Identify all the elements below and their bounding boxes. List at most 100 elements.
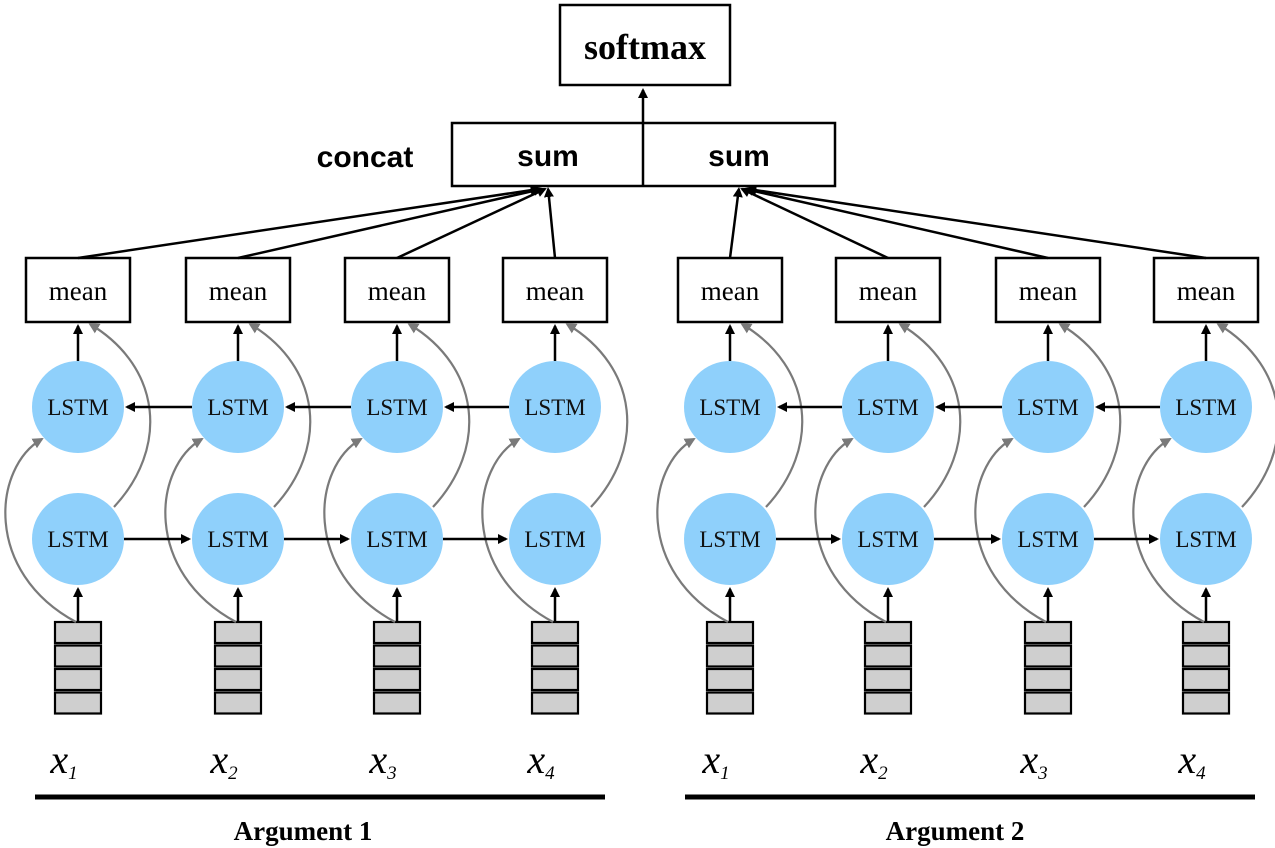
mean-to-sum-arrow [743, 185, 1049, 260]
lstm-backward-node [842, 361, 934, 453]
lstm-label: LSTM [524, 527, 585, 552]
input-token-letter: x [526, 737, 545, 782]
lstm-backward-node [32, 361, 124, 453]
lstm-backward-node [1002, 361, 1094, 453]
input-token-label: x3 [1019, 737, 1047, 784]
input-token-letter: x [49, 737, 68, 782]
lstm-label: LSTM [207, 527, 268, 552]
mean-to-sum-arrow [746, 185, 1207, 260]
lstm-forward-node [351, 493, 443, 585]
lstm-forward-node [509, 493, 601, 585]
input-token-subscript: 4 [1196, 763, 1206, 784]
embedding-cell [863, 667, 913, 692]
forward-to-mean-skip-arrow [407, 322, 471, 508]
embedding-cell [1023, 620, 1073, 645]
mean-label: mean [1019, 276, 1078, 306]
embedding-cell [1023, 644, 1073, 668]
input-to-backward-skip-arrow [323, 438, 396, 623]
input-token-letter: x [859, 737, 878, 782]
input-to-backward-skip-arrow [4, 438, 77, 623]
lstm-label: LSTM [1175, 395, 1236, 420]
mean-to-sum-arrow [237, 185, 544, 260]
lstm-label: LSTM [366, 527, 427, 552]
forward-to-mean-skip-arrow [898, 322, 962, 508]
lstm-label: LSTM [207, 395, 268, 420]
embedding-cell [530, 644, 580, 668]
embedding-cell [372, 667, 422, 692]
input-token-subscript: 1 [68, 763, 78, 784]
embedding-cell [705, 620, 755, 645]
argument-1-label: Argument 1 [234, 816, 373, 846]
mean-label: mean [368, 276, 427, 306]
lstm-label: LSTM [366, 395, 427, 420]
embedding-cell [53, 691, 103, 715]
mean-label: mean [209, 276, 268, 306]
input-token-label: x2 [859, 737, 888, 784]
lstm-backward-node [351, 361, 443, 453]
softmax-node: softmax [558, 3, 732, 87]
input-to-backward-skip-arrow [656, 438, 729, 623]
mean-label: mean [526, 276, 585, 306]
embedding-cell [1181, 667, 1231, 692]
lstm-forward-node [1160, 493, 1252, 585]
embedding-cell [213, 667, 263, 692]
embedding-cell [372, 644, 422, 668]
input-token-subscript: 1 [720, 763, 730, 784]
mean-box [184, 256, 292, 324]
lstm-label: LSTM [699, 395, 760, 420]
input-token-subscript: 3 [386, 763, 397, 784]
embedding-cell [530, 667, 580, 692]
argument-1-group: meanLSTMLSTMx1meanLSTMLSTMx2meanLSTMLSTM… [4, 185, 629, 784]
input-token-label: x3 [368, 737, 396, 784]
embedding-cell [863, 620, 913, 645]
mean-box [834, 256, 942, 324]
embedding-cell [213, 691, 263, 715]
embedding-cell [53, 644, 103, 668]
lstm-label: LSTM [1017, 395, 1078, 420]
embedding-cell [53, 620, 103, 645]
mean-box [24, 256, 132, 324]
embedding-cell [1181, 644, 1231, 668]
input-to-backward-skip-arrow [481, 438, 554, 623]
input-token-label: x4 [1177, 737, 1206, 784]
lstm-label: LSTM [857, 527, 918, 552]
input-token-label: x1 [49, 737, 77, 784]
input-token-letter: x [209, 737, 228, 782]
mean-to-sum-arrow [396, 187, 547, 260]
embedding-cell [372, 620, 422, 645]
lstm-forward-node [1002, 493, 1094, 585]
lstm-label: LSTM [524, 395, 585, 420]
input-to-backward-skip-arrow [974, 438, 1047, 623]
input-token-label: x1 [701, 737, 729, 784]
input-token-subscript: 2 [878, 763, 888, 784]
embedding-cell [1181, 620, 1231, 645]
embedding-cell [1023, 691, 1073, 715]
lstm-forward-node [32, 493, 124, 585]
input-token-subscript: 3 [1037, 763, 1048, 784]
input-to-backward-skip-arrow [814, 438, 887, 623]
lstm-label: LSTM [47, 395, 108, 420]
embedding-cell [1023, 667, 1073, 692]
lstm-backward-node [684, 361, 776, 453]
input-to-backward-skip-arrow [164, 438, 237, 623]
mean-box [343, 256, 451, 324]
lstm-label: LSTM [857, 395, 918, 420]
input-to-backward-skip-arrow [1132, 438, 1205, 623]
mean-to-sum-arrow [740, 187, 889, 260]
forward-to-mean-skip-arrow [740, 322, 804, 508]
input-token-subscript: 4 [545, 763, 555, 784]
embedding-cell [863, 644, 913, 668]
embedding-cell [705, 667, 755, 692]
columns-layer: meanLSTMLSTMx1meanLSTMLSTMx2meanLSTMLSTM… [4, 185, 1275, 784]
lstm-label: LSTM [1017, 527, 1078, 552]
mean-box [676, 256, 784, 324]
